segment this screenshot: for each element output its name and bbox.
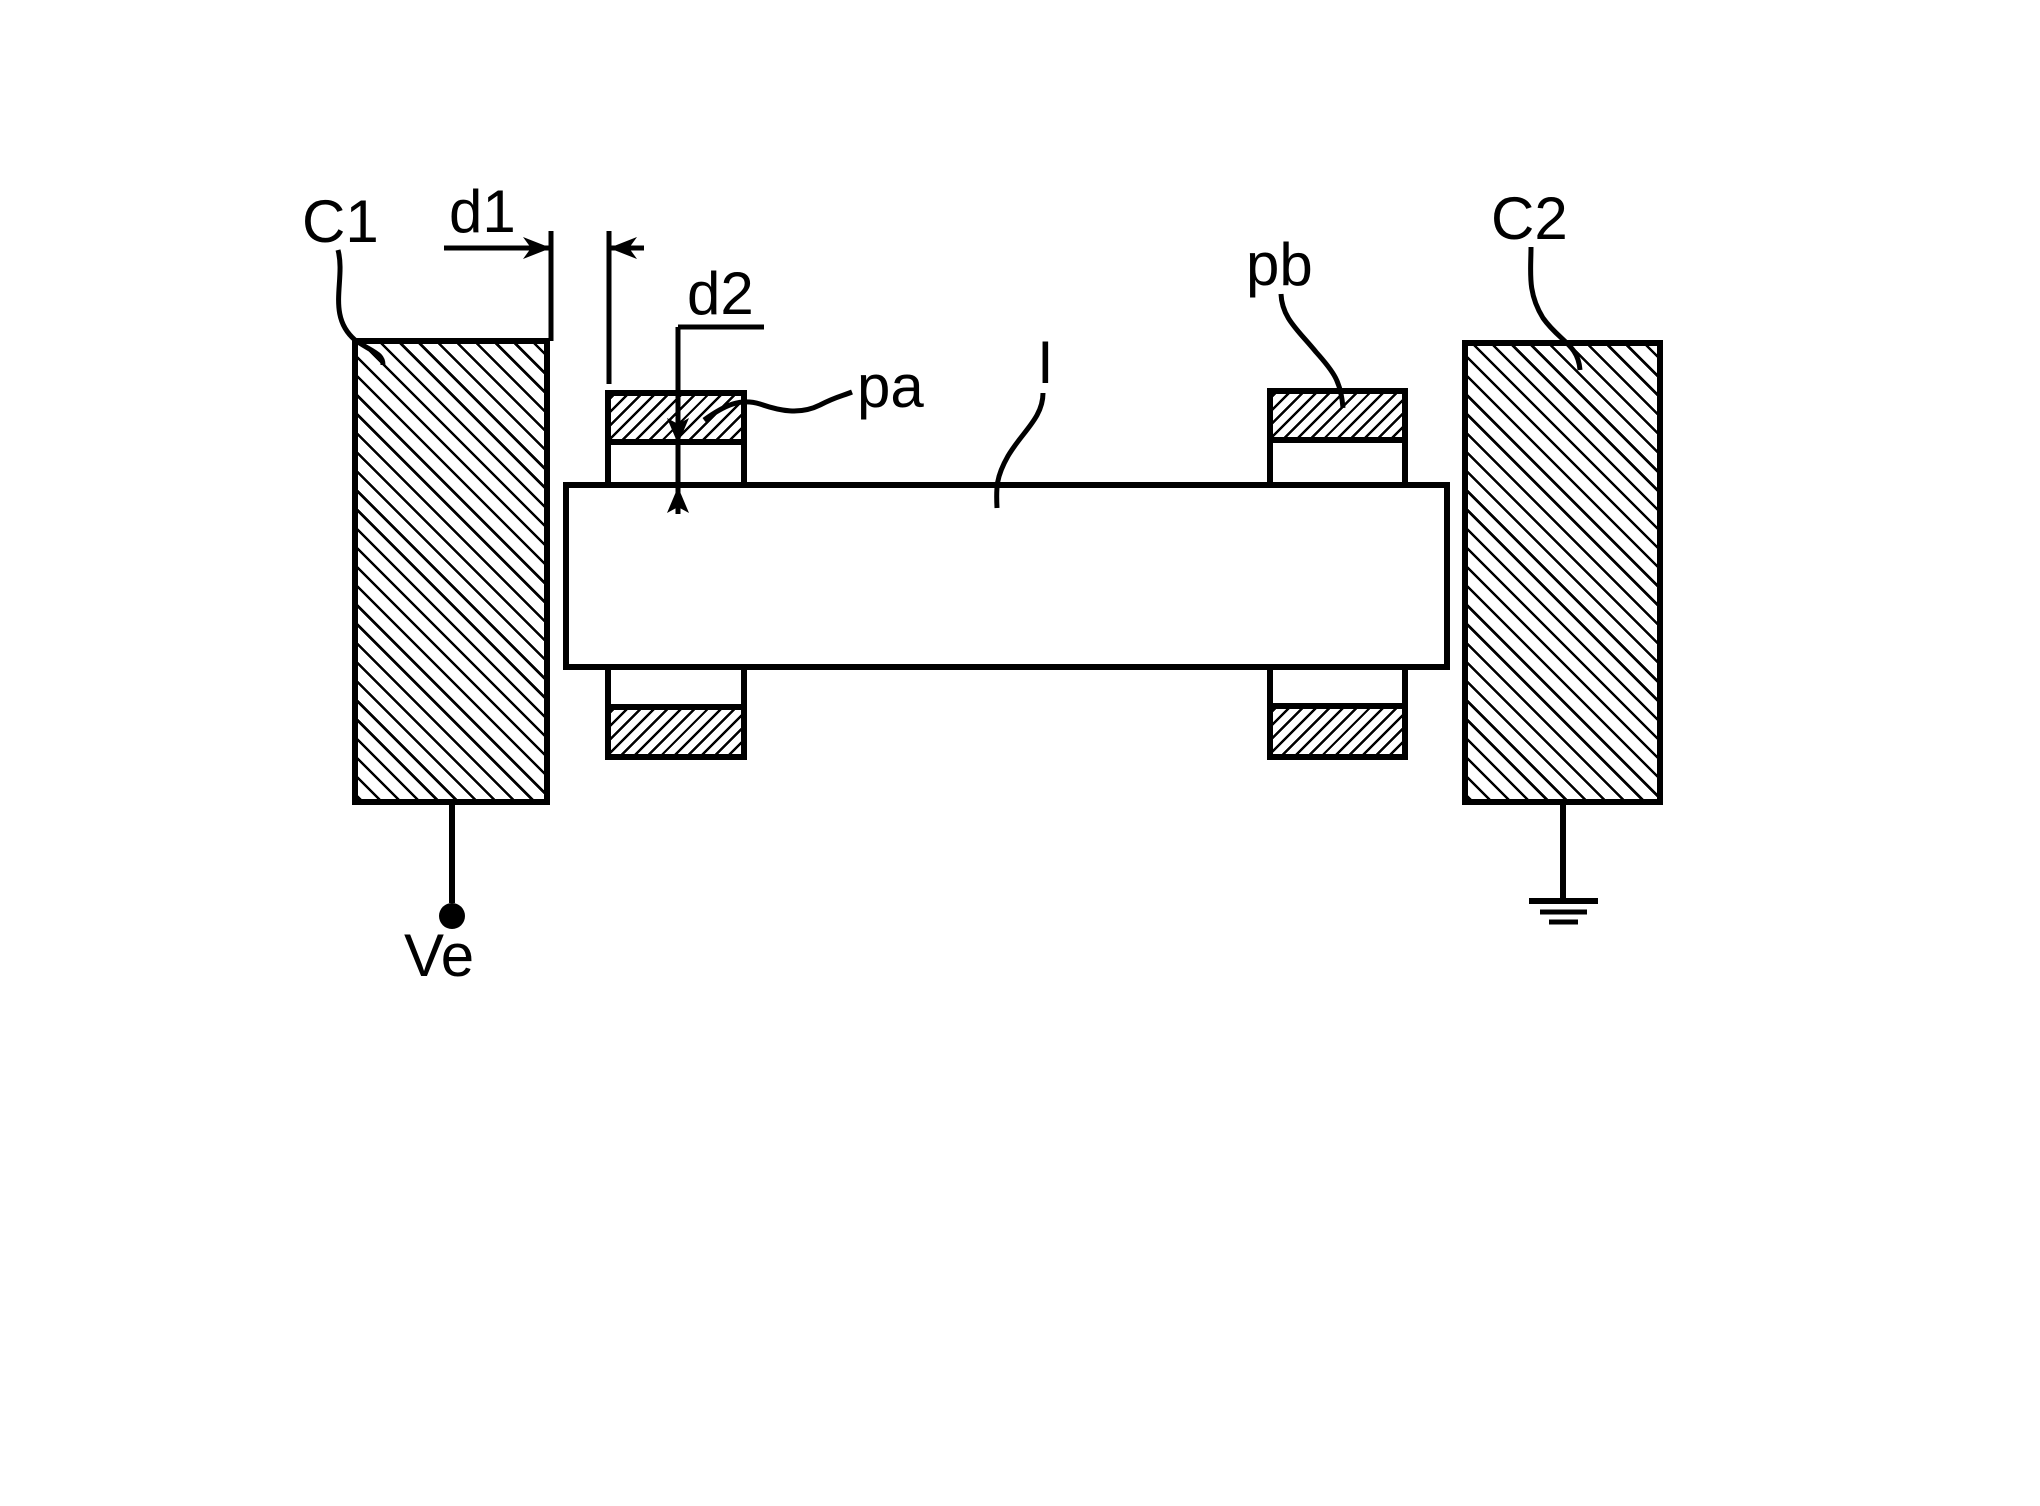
pb-label: pb: [1246, 231, 1313, 298]
beam-label: I: [1037, 329, 1054, 396]
pb-lower-spacer: [1267, 664, 1408, 710]
c2-electrode: [1462, 340, 1663, 805]
c1-electrode: [352, 338, 550, 805]
c1-label: C1: [302, 188, 379, 255]
ground-icon: [1529, 805, 1598, 925]
c2-label: C2: [1491, 185, 1568, 252]
beam: [563, 482, 1450, 670]
pa-lower-pad: [605, 704, 747, 760]
d2-label: d2: [687, 260, 754, 327]
pb-lower-pad: [1267, 703, 1408, 760]
pb-upper-spacer: [1267, 439, 1408, 488]
ve-terminal: [439, 805, 465, 929]
d1-label: d1: [449, 178, 516, 245]
pa-upper-pad: [605, 390, 747, 445]
pa-upper-spacer: [605, 439, 747, 488]
pa-lower-spacer: [605, 664, 747, 710]
d1-arrow-left-icon: [609, 237, 637, 259]
pa-label: pa: [857, 353, 924, 420]
ve-label: Ve: [404, 922, 475, 989]
pb-upper-pad: [1267, 388, 1408, 443]
d1-arrow-right-icon: [523, 237, 551, 259]
